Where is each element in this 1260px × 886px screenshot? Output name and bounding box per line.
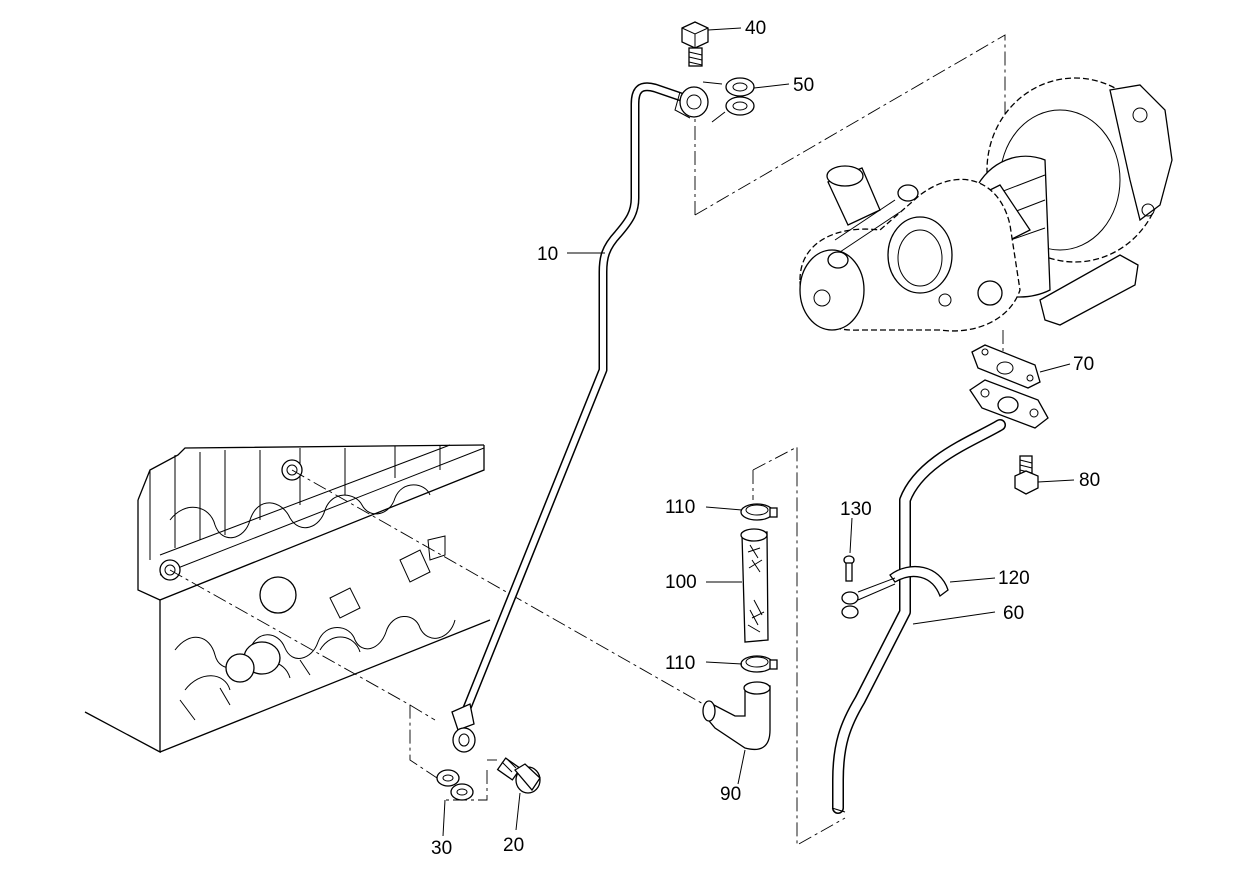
callout-120: 120	[998, 568, 1030, 589]
callout-100: 100	[665, 572, 697, 593]
hose-clip-110-top	[740, 503, 778, 521]
clamp-120	[841, 565, 949, 619]
oil-feed-pipe	[451, 82, 709, 753]
callout-50: 50	[793, 75, 814, 96]
callout-90: 90	[720, 784, 741, 805]
callout-10: 10	[537, 244, 558, 265]
leader-lines	[442, 27, 1075, 837]
washers-30	[436, 769, 474, 801]
bolt-80	[1014, 455, 1039, 495]
callout-20: 20	[503, 835, 524, 856]
callout-70: 70	[1073, 354, 1094, 375]
reference-lines	[169, 34, 1006, 846]
oil-drain-pipe	[831, 379, 1049, 814]
callout-30: 30	[431, 838, 452, 859]
hose-clip-110-bottom	[740, 655, 778, 673]
callout-labels: 10 20 30 40 50 60 70 80 90 100 110 110 1…	[431, 18, 1100, 859]
hose-100	[740, 528, 769, 643]
callout-130: 130	[840, 499, 872, 520]
washers-50	[702, 77, 755, 123]
elbow-90	[702, 681, 771, 751]
turbocharger	[799, 77, 1173, 332]
callout-80: 80	[1079, 470, 1100, 491]
callout-60: 60	[1003, 603, 1024, 624]
bolt-20	[496, 757, 541, 794]
callout-110-bottom: 110	[665, 653, 695, 674]
gasket-70	[971, 344, 1041, 389]
bolt-130	[843, 555, 855, 582]
callout-40: 40	[745, 18, 766, 39]
callout-110-top: 110	[665, 497, 695, 518]
engine-block	[84, 444, 491, 754]
bolt-40	[681, 21, 709, 67]
